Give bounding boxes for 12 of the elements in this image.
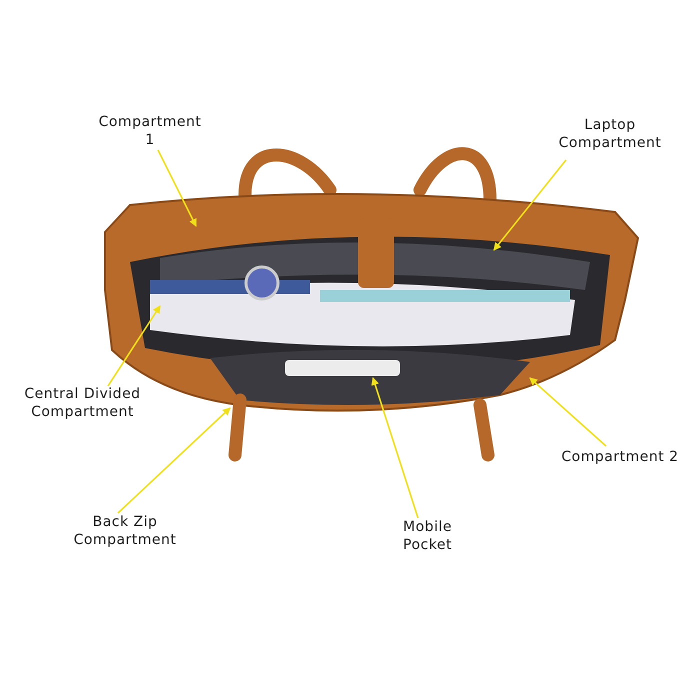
callout-label: Central Divided Compartment: [20, 385, 145, 421]
leader-line: [117, 407, 231, 514]
callout-label: Compartment 2: [560, 448, 680, 466]
leader-line: [157, 150, 197, 227]
leader-line: [107, 305, 161, 386]
callout-label: Back Zip Compartment: [60, 513, 190, 549]
callout-label: Compartment 1: [95, 113, 205, 149]
leader-line: [493, 160, 567, 251]
callout-label: Laptop Compartment: [540, 116, 680, 152]
callout-label: Mobile Pocket: [385, 518, 470, 554]
leader-line: [371, 377, 419, 518]
leader-line: [529, 377, 607, 447]
